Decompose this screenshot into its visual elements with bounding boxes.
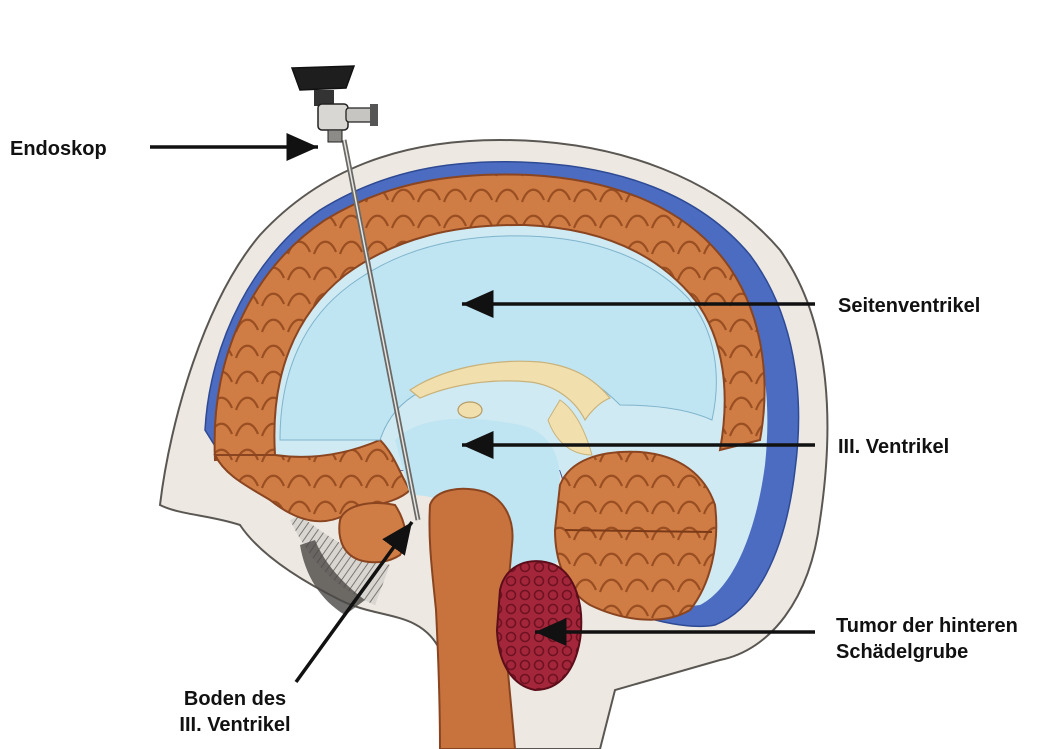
- label-tumor-line2: Schädelgrube: [836, 639, 1018, 665]
- endoscope-head: [292, 66, 378, 142]
- cerebellum: [555, 452, 716, 620]
- label-endoskop: Endoskop: [10, 136, 107, 162]
- label-boden-line2: III. Ventrikel: [160, 712, 310, 738]
- tumor: [497, 561, 581, 690]
- label-tumor: Tumor der hinteren Schädelgrube: [836, 613, 1018, 665]
- label-seitenventrikel: Seitenventrikel: [838, 293, 980, 319]
- frontal-hook: [339, 503, 405, 562]
- label-boden-line1: Boden des: [160, 686, 310, 712]
- massa-intermedia: [458, 402, 482, 418]
- label-tumor-line1: Tumor der hinteren: [836, 613, 1018, 639]
- label-third-ventricle: III. Ventrikel: [838, 434, 949, 460]
- label-boden: Boden des III. Ventrikel: [160, 686, 310, 738]
